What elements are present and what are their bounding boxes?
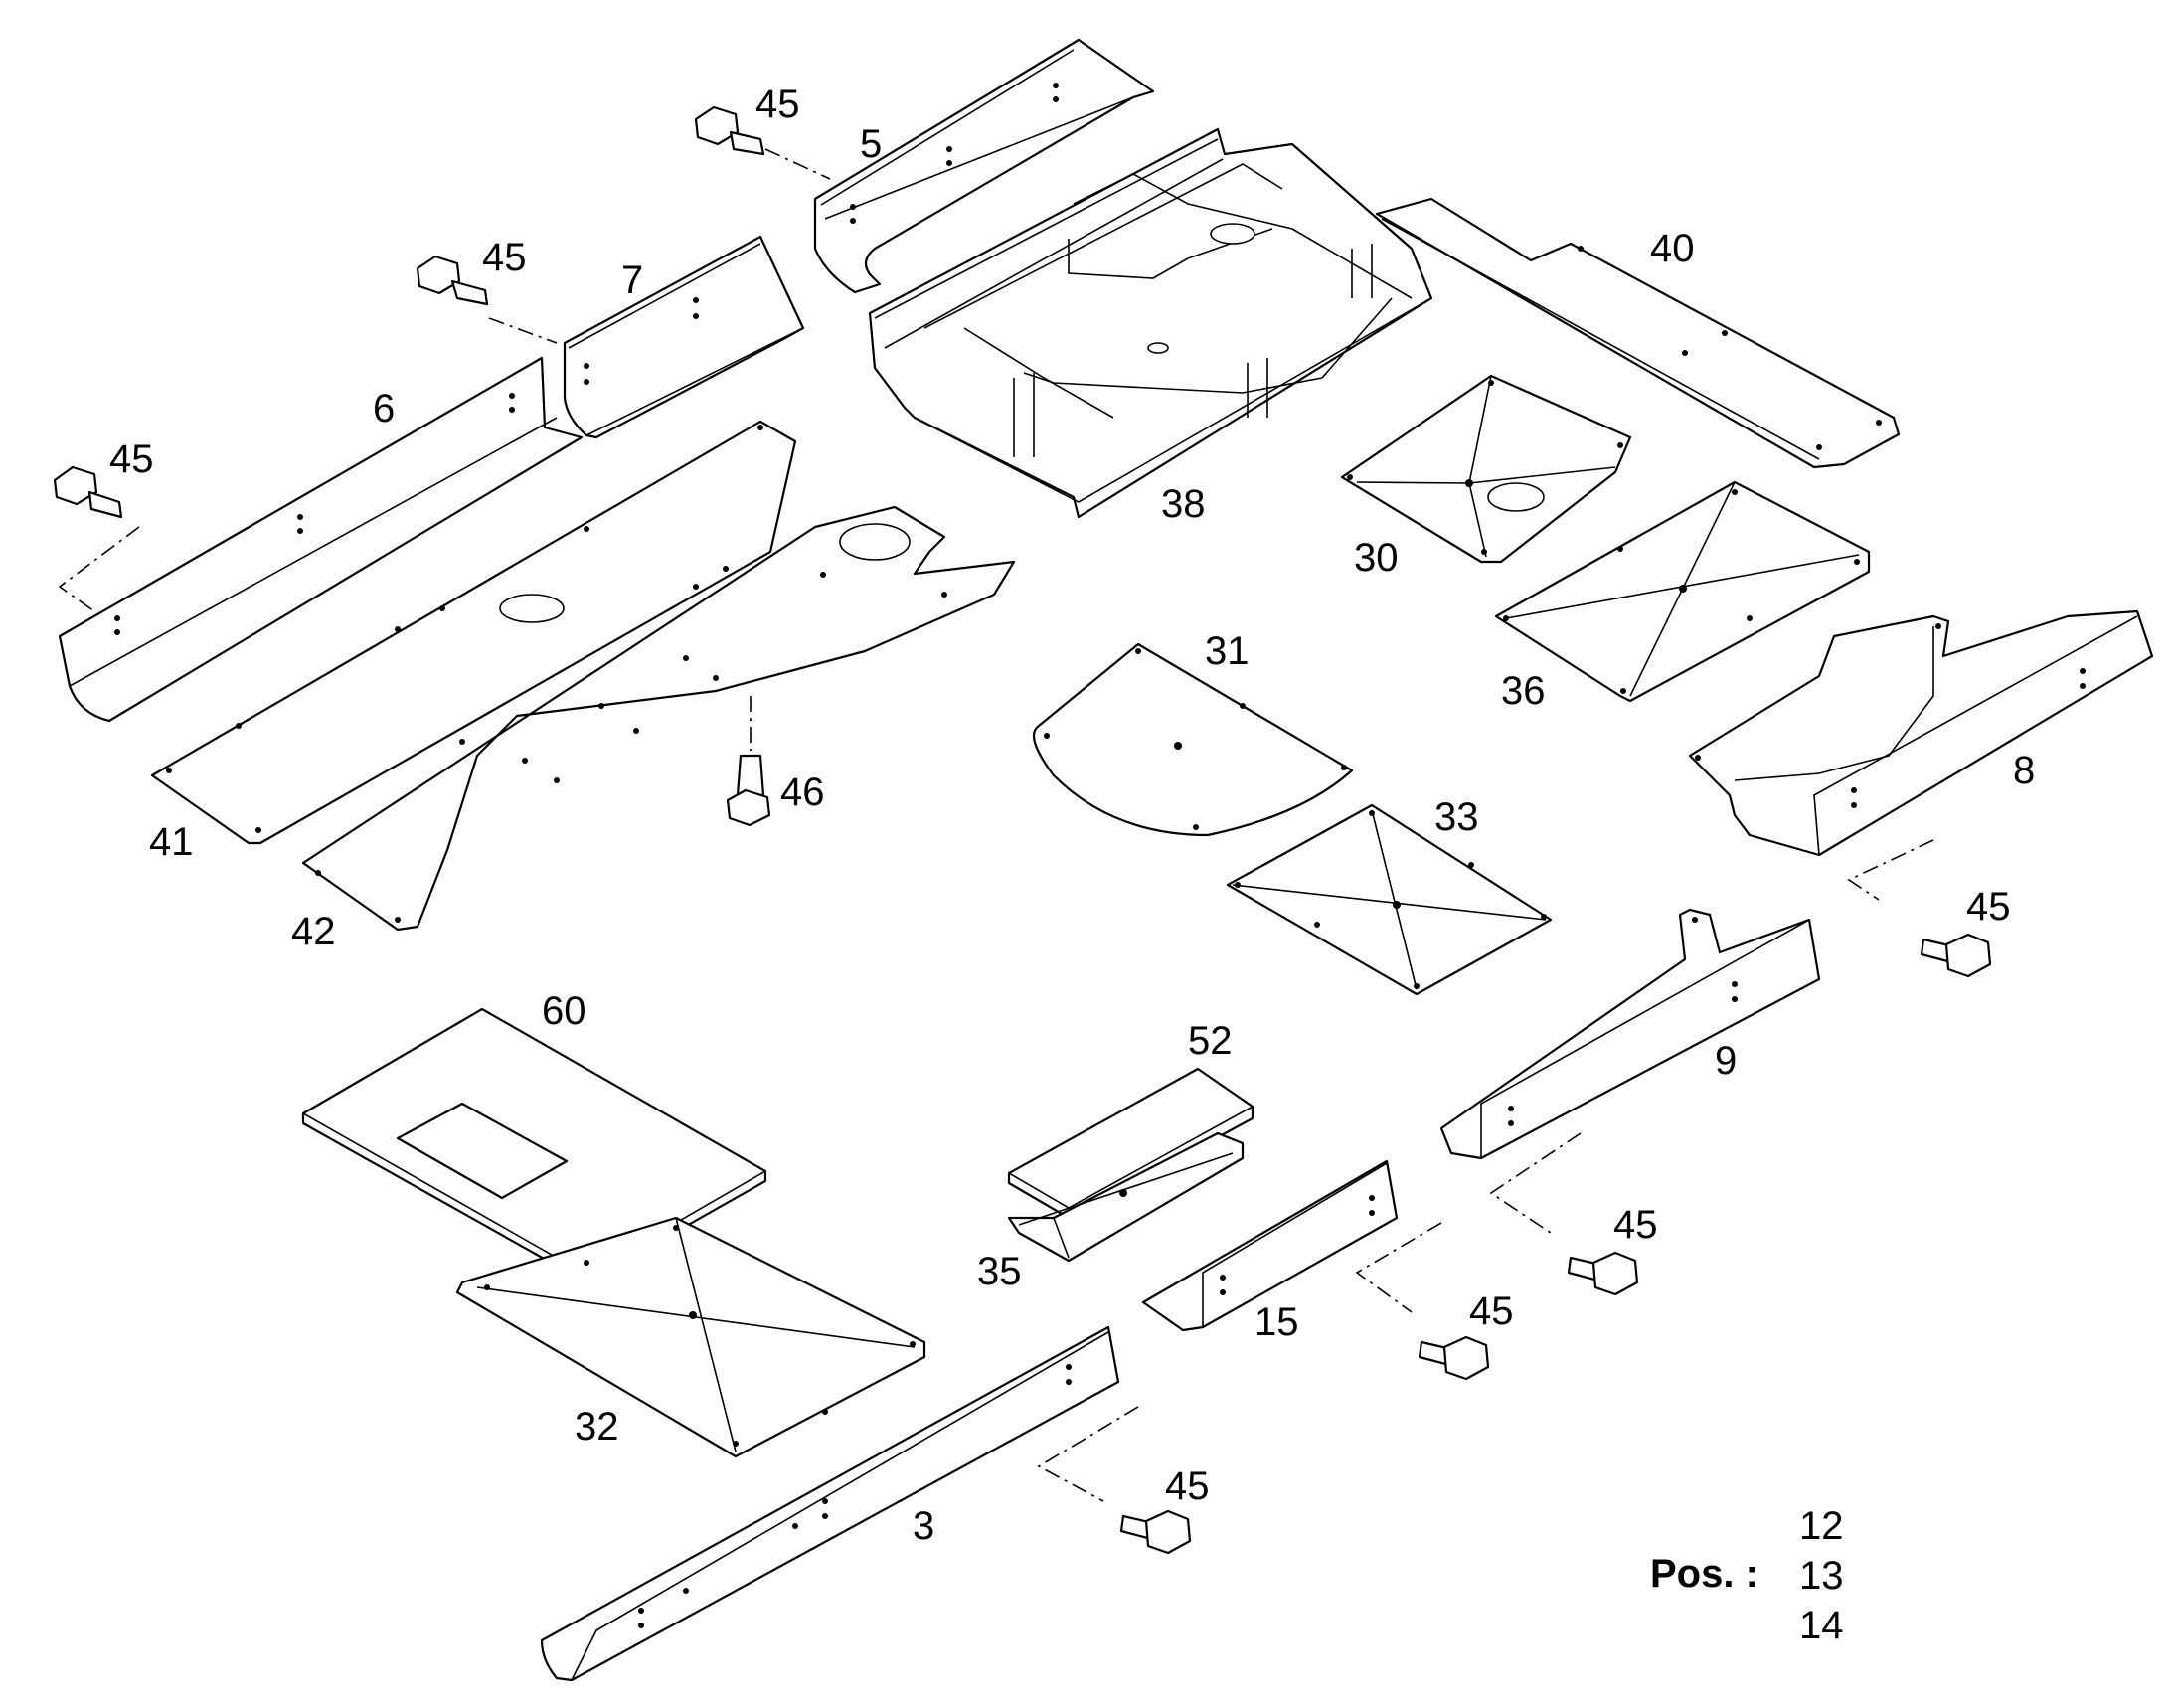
label-bolt-45-b: 45 <box>482 236 527 279</box>
label-part-36: 36 <box>1501 669 1546 713</box>
label-part-6: 6 <box>373 387 395 430</box>
part-33-plate <box>1226 803 1553 996</box>
bolt-45-c <box>53 465 140 612</box>
bolt-46 <box>726 696 771 827</box>
label-part-9: 9 <box>1715 1039 1737 1083</box>
bolt-45-d <box>1847 839 1992 978</box>
part-5-angle-bracket <box>813 38 1155 294</box>
part-40-plate <box>1375 197 1901 469</box>
label-bolt-45-f: 45 <box>1469 1289 1514 1333</box>
part-36-plate <box>1494 480 1871 703</box>
label-bolt-45-d: 45 <box>1966 885 2011 929</box>
part-42-shaped-plate <box>301 505 1016 932</box>
label-bolt-45-a: 45 <box>755 83 800 126</box>
label-part-42: 42 <box>291 910 336 953</box>
part-7-angle-bracket <box>563 235 805 439</box>
label-part-40: 40 <box>1650 227 1695 270</box>
bolt-45-g <box>1037 1406 1192 1555</box>
label-part-3: 3 <box>913 1504 934 1548</box>
label-bolt-45-c: 45 <box>109 437 154 481</box>
pos-value-2: 13 <box>1799 1554 1844 1598</box>
label-part-30: 30 <box>1354 536 1399 580</box>
part-41-plate <box>150 420 797 845</box>
label-part-46: 46 <box>780 770 825 814</box>
label-bolt-45-g: 45 <box>1165 1464 1210 1508</box>
part-9-bracket <box>1439 908 1821 1160</box>
part-32-plate <box>455 1216 926 1458</box>
bolt-45-e <box>1489 1132 1639 1296</box>
label-part-38: 38 <box>1161 482 1206 526</box>
part-38-frame <box>868 127 1433 519</box>
bolt-45-b <box>416 255 558 344</box>
part-3-long-angle <box>540 1325 1120 1682</box>
bolt-45-a <box>694 105 831 180</box>
label-part-8: 8 <box>2013 749 2035 792</box>
label-part-41: 41 <box>149 820 194 864</box>
part-31-plate <box>1032 642 1354 837</box>
part-35-plate <box>1007 1131 1245 1263</box>
label-part-52: 52 <box>1188 1019 1233 1063</box>
label-part-15: 15 <box>1254 1300 1299 1344</box>
label-part-7: 7 <box>621 258 643 302</box>
pos-value-3: 14 <box>1799 1604 1844 1647</box>
bolt-45-f <box>1355 1222 1490 1381</box>
pos-value-1: 12 <box>1799 1504 1844 1548</box>
part-8-bracket <box>1688 609 2154 857</box>
label-part-5: 5 <box>860 122 882 166</box>
label-part-33: 33 <box>1434 795 1479 839</box>
label-part-32: 32 <box>575 1405 619 1449</box>
pos-label: Pos. : <box>1650 1552 1758 1596</box>
part-30-plate <box>1340 374 1632 564</box>
part-15-bracket <box>1141 1159 1399 1332</box>
label-bolt-45-e: 45 <box>1613 1203 1658 1247</box>
label-part-60: 60 <box>542 989 586 1033</box>
label-part-35: 35 <box>977 1250 1022 1293</box>
part-6-long-angle <box>58 356 584 723</box>
label-part-31: 31 <box>1205 629 1250 673</box>
